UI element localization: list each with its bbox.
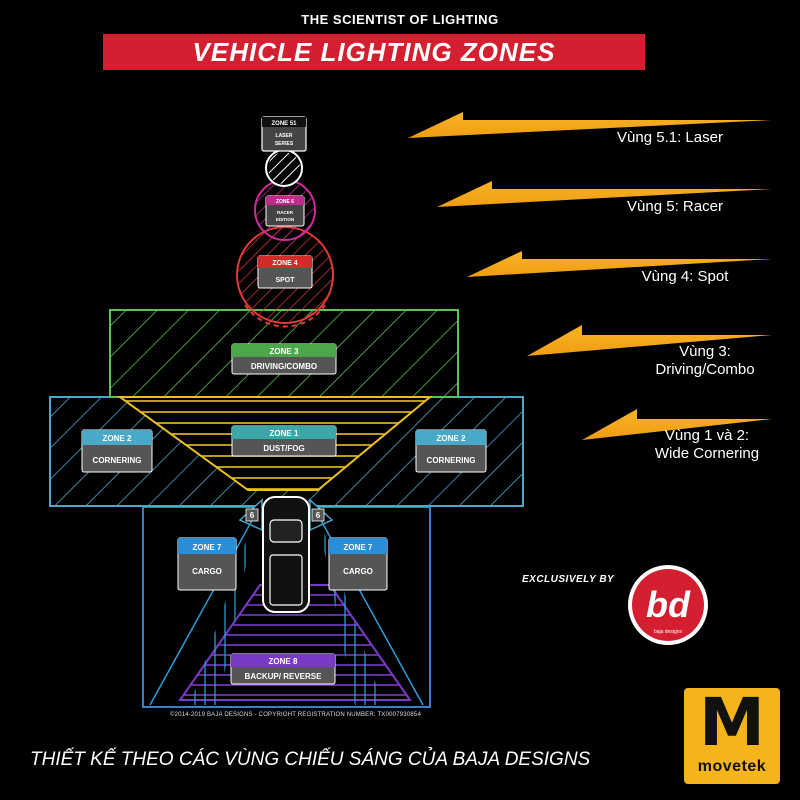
zone-6-right-label: 6 xyxy=(316,511,321,520)
zone-6-top-name-1: RACER xyxy=(277,210,294,215)
zone-7-left-label-box: ZONE 7 CARGO xyxy=(177,537,237,591)
zone-1-label-box: ZONE 1 DUST/FOG xyxy=(231,425,337,457)
zone-2-right-label-box: ZONE 2 CORNERING xyxy=(415,429,487,473)
zone-3-label: ZONE 3 xyxy=(270,347,299,356)
movetek-logo-letter: M xyxy=(699,684,765,761)
zone-3-label-box: ZONE 3 DRIVING/COMBO xyxy=(231,343,337,375)
copyright-notice: ©2014-2019 BAJA DESIGNS - COPYRIGHT REGI… xyxy=(170,712,421,718)
zone-2-left-label-box: ZONE 2 CORNERING xyxy=(81,429,153,473)
zone-6-top-label: ZONE 6 xyxy=(276,199,294,205)
arrow-zone-5 xyxy=(437,181,772,207)
zone-6-left-badge: 6 xyxy=(245,508,259,522)
movetek-logo: M movetek xyxy=(684,684,780,784)
arrow-zone-3 xyxy=(527,325,772,356)
zone-6-top-label-box: ZONE 6 RACER EDITION xyxy=(265,195,305,227)
baja-designs-logo: bd baja designs xyxy=(628,565,708,645)
arrow-label-zone-1-2: Vùng 1 và 2: Wide Cornering xyxy=(654,427,760,462)
arrow-label-zone-4: Vùng 4: Spot xyxy=(641,268,729,285)
baja-logo-sub: baja designs xyxy=(654,629,683,635)
arrow-zone-1-2 xyxy=(582,409,772,440)
zone-51-name-2: SERIES xyxy=(275,141,294,147)
zone-51-label-box: ZONE 51 LASER SERIES xyxy=(261,116,307,152)
zone-8-label-box: ZONE 8 BACKUP/ REVERSE xyxy=(230,653,336,685)
zone-4-name: SPOT xyxy=(275,277,295,284)
footer-caption: THIẾT KẾ THEO CÁC VÙNG CHIẾU SÁNG CỦA BA… xyxy=(30,749,591,770)
page-title: VEHICLE LIGHTING ZONES xyxy=(192,37,556,67)
zone-7-right-label-box: ZONE 7 CARGO xyxy=(328,537,388,591)
arrow-zone-4 xyxy=(467,251,772,277)
zone-2-left-label: ZONE 2 xyxy=(103,434,132,443)
zone-4-label: ZONE 4 xyxy=(272,260,297,267)
truck-icon xyxy=(262,496,310,613)
zone-8-name: BACKUP/ REVERSE xyxy=(245,672,323,681)
arrow-label-zone-51: Vùng 5.1: Laser xyxy=(617,129,723,146)
zone-3-name: DRIVING/COMBO xyxy=(251,362,317,371)
zone-8-label: ZONE 8 xyxy=(269,657,298,666)
zone-7-left-label: ZONE 7 xyxy=(193,543,222,552)
zone-7-left-name: CARGO xyxy=(192,567,222,576)
arrow-label-zone-5: Vùng 5: Racer xyxy=(627,198,723,215)
exclusively-by-text: EXCLUSIVELY BY xyxy=(522,574,615,585)
zone-2-right-label: ZONE 2 xyxy=(437,434,466,443)
zone-2-right-name: CORNERING xyxy=(427,456,476,465)
zone-51-label: ZONE 51 xyxy=(271,121,297,127)
zone-51-laser xyxy=(265,149,303,187)
zone-6-top-name-2: EDITION xyxy=(276,217,294,222)
zone-1-label: ZONE 1 xyxy=(270,429,299,438)
zone-2-left-name: CORNERING xyxy=(93,456,142,465)
arrow-label-zone-3: Vùng 3: Driving/Combo xyxy=(655,343,755,378)
zone-7-right-name: CARGO xyxy=(343,567,373,576)
title-banner: VEHICLE LIGHTING ZONES xyxy=(103,34,645,70)
zone-4-label-box: ZONE 4 SPOT xyxy=(257,255,313,289)
movetek-logo-name: movetek xyxy=(697,758,767,775)
header-subtitle: THE SCIENTIST OF LIGHTING xyxy=(301,12,499,27)
arrow-zone-51 xyxy=(408,112,772,138)
zone-6-right-badge: 6 xyxy=(311,508,325,522)
zone-6-left-label: 6 xyxy=(250,511,255,520)
zone-7-right-label: ZONE 7 xyxy=(344,543,373,552)
zone-51-name-1: LASER xyxy=(276,133,293,139)
zone-1-name: DUST/FOG xyxy=(263,444,304,453)
baja-logo-text: bd xyxy=(646,584,691,625)
